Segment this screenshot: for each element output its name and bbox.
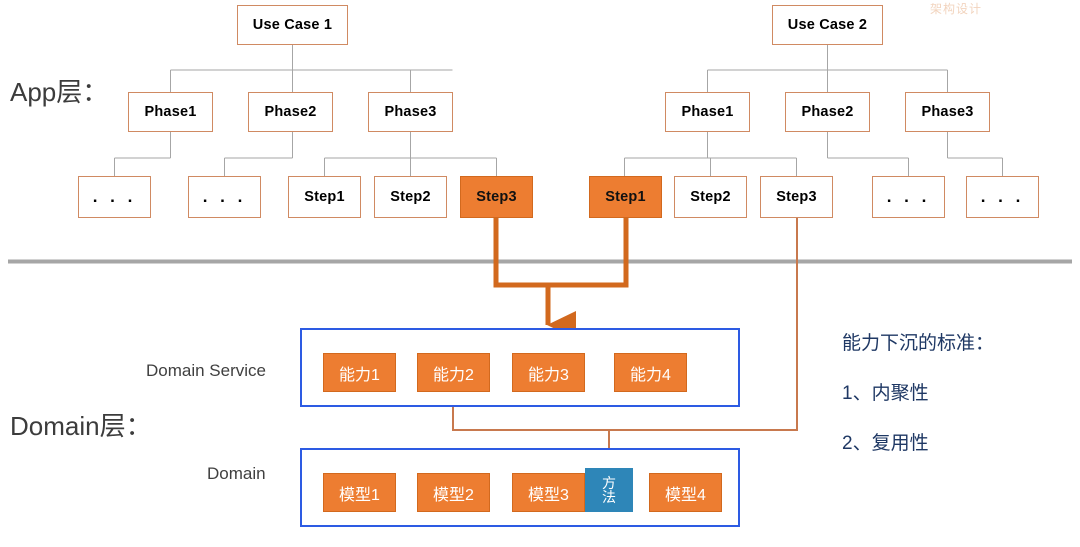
method-chip-line-2: 法 (602, 489, 616, 505)
uc1-step-ellipsis-1[interactable]: . . . (78, 176, 151, 218)
uc2-step1-box-highlighted[interactable]: Step1 (589, 176, 662, 218)
app-layer-caption: App层： (10, 77, 109, 107)
capability-4-chip[interactable]: 能力4 (614, 353, 687, 392)
method-chip-line-1: 方 (602, 475, 616, 491)
notes-item-2: 2、复用性 (842, 433, 929, 454)
uc1-phase2-box[interactable]: Phase2 (248, 92, 333, 132)
watermark-text: 架构设计 (930, 2, 983, 16)
uc2-step2-box[interactable]: Step2 (674, 176, 747, 218)
model-3-chip[interactable]: 模型3 (512, 473, 585, 512)
domain-label: Domain (207, 464, 266, 483)
capability-2-chip[interactable]: 能力2 (417, 353, 490, 392)
uc2-phase3-box[interactable]: Phase3 (905, 92, 990, 132)
use-case-1-box[interactable]: Use Case 1 (237, 5, 348, 45)
model-1-chip[interactable]: 模型1 (323, 473, 396, 512)
model-4-chip[interactable]: 模型4 (649, 473, 722, 512)
uc1-step-ellipsis-2[interactable]: . . . (188, 176, 261, 218)
uc2-step-ellipsis-1[interactable]: . . . (872, 176, 945, 218)
use-case-2-box[interactable]: Use Case 2 (772, 5, 883, 45)
uc2-phase1-box[interactable]: Phase1 (665, 92, 750, 132)
uc1-step2-box[interactable]: Step2 (374, 176, 447, 218)
uc1-step3-box-highlighted[interactable]: Step3 (460, 176, 533, 218)
model-2-chip[interactable]: 模型2 (417, 473, 490, 512)
uc1-phase1-box[interactable]: Phase1 (128, 92, 213, 132)
notes-item-1: 1、内聚性 (842, 383, 929, 404)
uc2-step3-box[interactable]: Step3 (760, 176, 833, 218)
capability-1-chip[interactable]: 能力1 (323, 353, 396, 392)
capability-3-chip[interactable]: 能力3 (512, 353, 585, 392)
notes-title: 能力下沉的标准： (842, 333, 995, 354)
uc1-step1-box[interactable]: Step1 (288, 176, 361, 218)
uc1-phase3-box[interactable]: Phase3 (368, 92, 453, 132)
domain-layer-caption: Domain层： (10, 411, 152, 441)
method-chip[interactable]: 方 法 (585, 468, 633, 512)
uc2-step-ellipsis-2[interactable]: . . . (966, 176, 1039, 218)
domain-service-label: Domain Service (146, 361, 266, 380)
uc2-phase2-box[interactable]: Phase2 (785, 92, 870, 132)
